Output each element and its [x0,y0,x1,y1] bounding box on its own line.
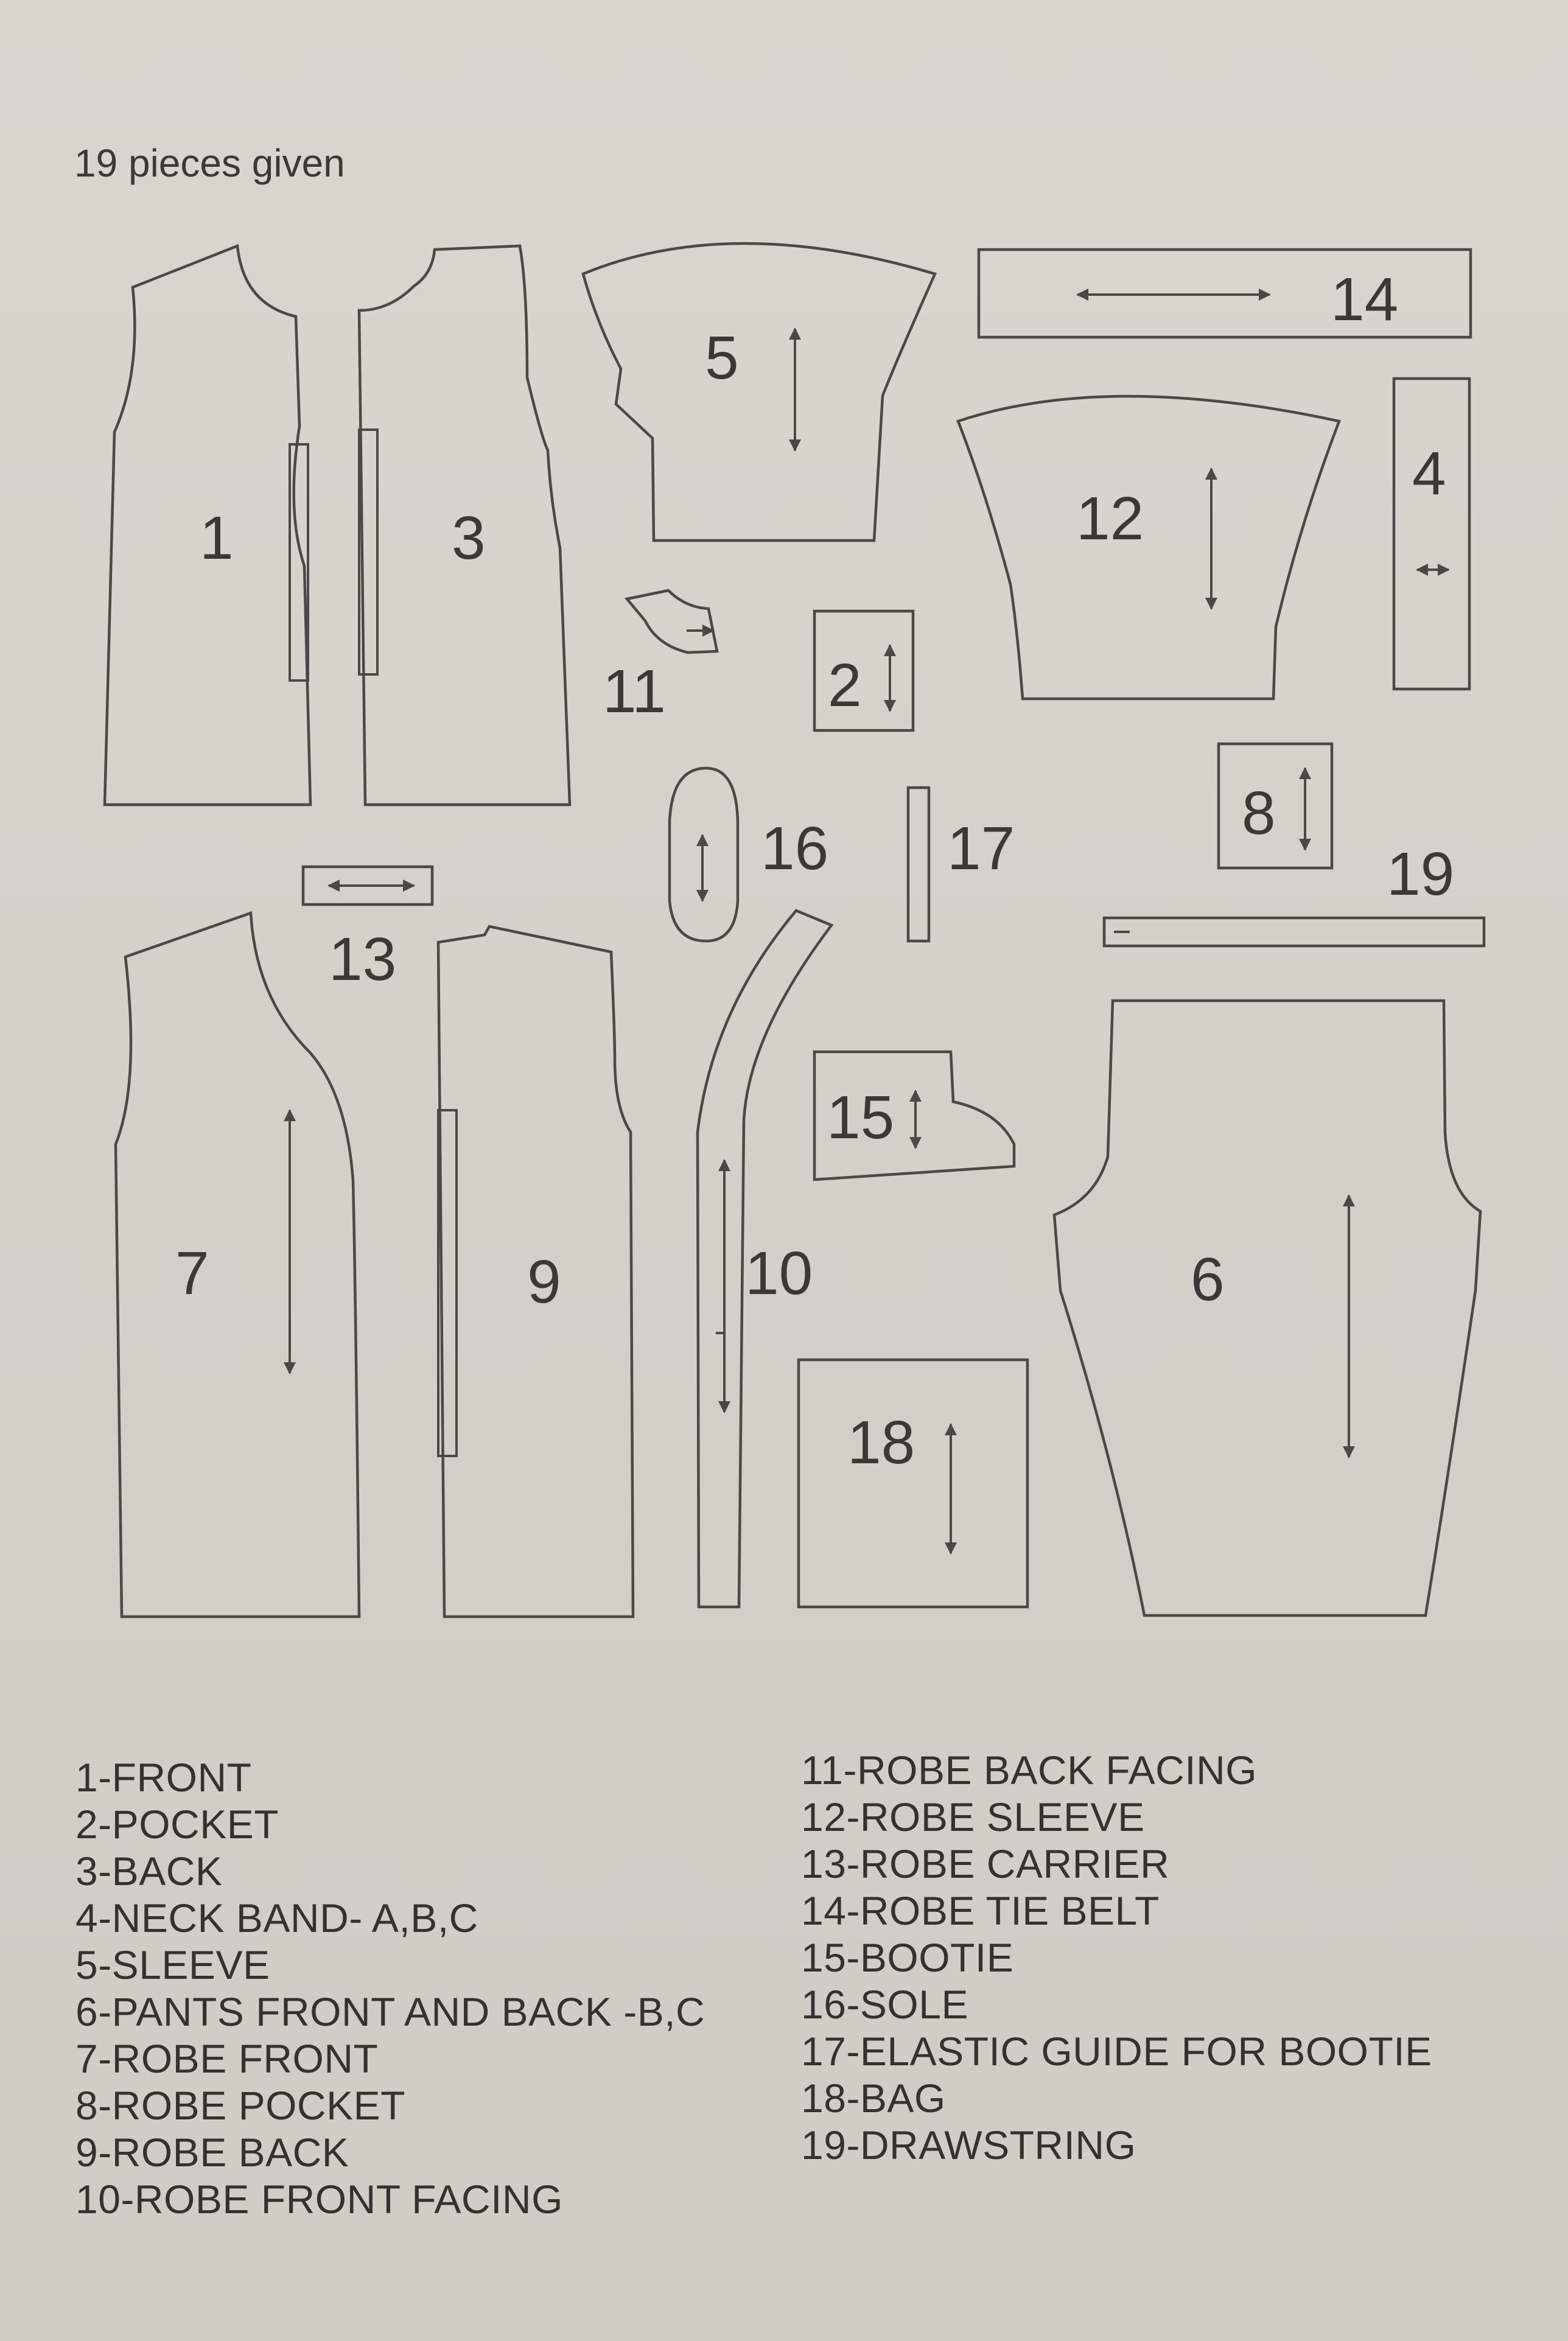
legend-item: 16-SOLE [801,1982,968,2027]
piece-8-robe-pocket: 8 [1217,742,1334,870]
piece-16-sole: 16 [668,766,828,943]
piece-12-label: 12 [1076,485,1144,553]
legend-item: 19-DRAWSTRING [801,2122,1136,2168]
legend-left-column: 1-FRONT 2-POCKET 3-BACK 4-NECK BAND- A,B… [75,1754,705,2223]
piece-6-label: 6 [1191,1245,1225,1314]
piece-7-robe-front: 7 [114,911,361,1618]
legend-item: 14-ROBE TIE BELT [801,1888,1160,1933]
piece-17-elastic-guide: 17 [906,786,1015,943]
legend-item: 6-PANTS FRONT AND BACK -B,C [75,1989,705,2034]
legend-item: 5-SLEEVE [75,1942,270,1987]
piece-1-front: 1 [103,243,312,807]
legend-item: 2-POCKET [75,1802,279,1847]
legend-item: 8-ROBE POCKET [75,2083,405,2128]
piece-7-label: 7 [175,1239,209,1307]
piece-18-bag: 18 [797,1358,1029,1609]
legend-item: 4-NECK BAND- A,B,C [75,1895,478,1940]
header-text: 19 pieces given [74,141,345,185]
piece-19-label: 19 [1387,840,1454,908]
legend-item: 1-FRONT [75,1755,252,1800]
piece-11-robe-back-facing: 11 [603,589,719,726]
piece-9-robe-back: 9 [436,925,635,1618]
legend-item: 15-BOOTIE [801,1935,1014,1980]
piece-5-label: 5 [705,324,739,392]
piece-3-label: 3 [452,504,486,572]
piece-19-drawstring: 19 [1102,840,1486,948]
piece-15-label: 15 [827,1083,894,1152]
legend-item: 12-ROBE SLEEVE [801,1794,1145,1839]
piece-12-robe-sleeve: 12 [956,394,1342,701]
legend-item: 10-ROBE FRONT FACING [75,2177,563,2222]
piece-9-label: 9 [527,1248,561,1316]
piece-6-pants: 6 [1052,999,1482,1617]
piece-10-label: 10 [745,1239,813,1307]
legend-item: 11-ROBE BACK FACING [801,1748,1258,1793]
legend-item: 3-BACK [75,1849,223,1894]
piece-13-label: 13 [329,925,396,993]
piece-16-label: 16 [761,814,828,883]
legend-right-column: 11-ROBE BACK FACING 12-ROBE SLEEVE 13-RO… [801,1747,1432,2169]
piece-14-robe-tie-belt: 14 [977,248,1472,339]
piece-8-label: 8 [1242,779,1276,847]
piece-4-label: 4 [1412,439,1446,508]
piece-17-label: 17 [947,814,1015,883]
piece-13-robe-carrier: 13 [301,865,434,993]
legend-item: 17-ELASTIC GUIDE FOR BOOTIE [801,2029,1432,2074]
piece-1-label: 1 [200,504,234,572]
legend-item: 9-ROBE BACK [75,2130,349,2175]
piece-2-pocket: 2 [813,609,915,732]
piece-15-bootie: 15 [813,1050,1016,1181]
legend-item: 13-ROBE CARRIER [801,1841,1170,1886]
piece-4-neck-band: 4 [1392,377,1471,691]
piece-10-robe-front-facing: 10 [696,909,834,1609]
legend-item: 7-ROBE FRONT [75,2036,379,2081]
piece-11-label: 11 [603,657,666,726]
piece-2-label: 2 [828,651,862,719]
piece-18-label: 18 [847,1408,915,1477]
piece-5-sleeve: 5 [581,242,937,542]
legend-item: 18-BAG [801,2076,946,2121]
piece-3-back: 3 [357,244,572,807]
piece-14-label: 14 [1331,265,1398,334]
